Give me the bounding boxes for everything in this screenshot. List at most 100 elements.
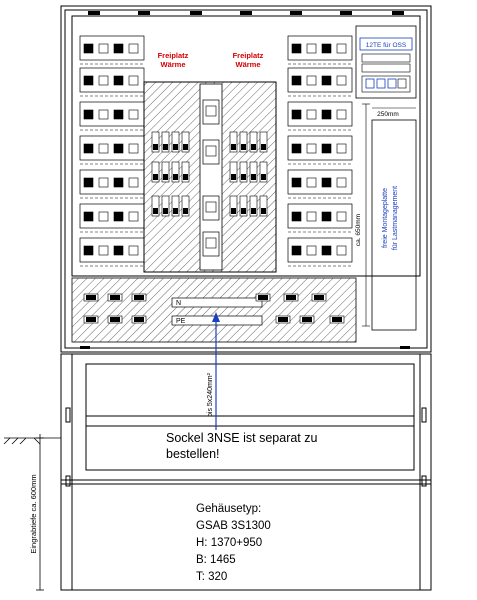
nh-fuse-contact [231,174,236,180]
breaker-cell [98,211,109,222]
gehaeuse-title: Gehäusetyp: [196,503,261,515]
nh-fuse-contact [163,144,168,150]
main-switch-window [205,145,217,157]
depth-label: Eingrabtiefe ca. 600mm [29,474,38,553]
nh-fuse-contact [183,208,188,214]
breaker-cell [83,245,94,256]
breaker-cell [306,43,317,54]
nh-fuse-contact [163,174,168,180]
main-switch-window [205,105,217,117]
breaker-cell [98,75,109,86]
breaker-cell [291,211,302,222]
meter-module [287,67,353,93]
breaker-cell [128,43,139,54]
meter-module [79,35,145,61]
breaker-cell [113,143,124,154]
breaker-cell [336,177,347,188]
breaker-cell [291,43,302,54]
cable-arrow: bis 5x240mm² [207,312,220,430]
nh-fuse [161,161,170,183]
nh-fuse [239,195,248,217]
nh-fuse [151,161,160,183]
montage-line1: freie Montageplatte [382,188,389,248]
breaker-cell [291,109,302,120]
nh-fuse-contact [173,144,178,150]
nh-fuse [229,131,238,153]
breaker-cell [321,143,332,154]
nh-fuse-contact [251,174,256,180]
breaker-cell [113,211,124,222]
cabinet-feet [80,346,410,349]
sockel-base [60,353,432,591]
breaker-cell [336,43,347,54]
freiplatz-labels: Freiplatz Wärme Freiplatz Wärme [158,51,264,69]
breaker-cell [113,177,124,188]
left-meter-column [79,35,145,267]
gehaeuse-width: B: 1465 [196,554,236,566]
main-switch [202,231,220,257]
breaker-cell [113,75,124,86]
breaker-cell [321,43,332,54]
nh-fuse-contact [183,144,188,150]
freiplatz-left-line1: Freiplatz [158,51,189,60]
breaker-cell [321,177,332,188]
nh-fuse-contact [153,174,158,180]
breaker-cell [291,143,302,154]
cabinet-housing [60,5,432,353]
nh-fuse [151,195,160,217]
nh-fuse-contact [251,208,256,214]
breaker-cell [83,75,94,86]
main-switch [202,195,220,221]
meter-module [79,67,145,93]
nh-fuse-contact [241,174,246,180]
breaker-cell [336,143,347,154]
nh-fuse-contact [153,208,158,214]
meter-module [287,135,353,161]
gehaeuse-height: H: 1370+950 [196,537,262,549]
nh-fuse-contact [251,144,256,150]
nh-fuse-contact [241,208,246,214]
nh-fuse [229,161,238,183]
sockel-note-line2: bestellen! [166,447,220,461]
main-switch-window [205,237,217,249]
busbar-pe-label: PE [176,318,186,325]
terminal-block-body [134,317,144,322]
breaker-cell [83,143,94,154]
breaker-cell [98,245,109,256]
breaker-cell [128,75,139,86]
nh-fuse [239,161,248,183]
nh-fuse-contact [241,144,246,150]
nh-fuse [171,195,180,217]
nh-fuse [259,195,268,217]
breaker-cell [83,177,94,188]
breaker-cell [128,143,139,154]
terminal-block-body [86,295,96,300]
terminal-block-body [314,295,324,300]
terminal-block-body [110,295,120,300]
breaker-cell [291,75,302,86]
freiplatz-left-line2: Wärme [160,60,185,69]
meter-module [287,101,353,127]
main-switch-window [205,201,217,213]
terminal-block-body [258,295,268,300]
main-switch [202,99,220,125]
terminal-block-body [332,317,342,322]
top-hinges [88,11,404,15]
breaker-cell [113,245,124,256]
sockel-note-line1: Sockel 3NSE ist separat zu [166,431,318,445]
nh-fuse [239,131,248,153]
breaker-cell [128,211,139,222]
meter-module [287,35,353,61]
nh-fuse-rows [151,99,268,257]
terminal-block-body [110,317,120,322]
nh-fuse [171,161,180,183]
nh-fuse [161,131,170,153]
breaker-cell [336,245,347,256]
breaker-cell [98,177,109,188]
main-switch [202,139,220,165]
nh-distribution-area [143,81,277,273]
nh-fuse [181,195,190,217]
breaker-cell [98,109,109,120]
nh-fuse [249,195,258,217]
